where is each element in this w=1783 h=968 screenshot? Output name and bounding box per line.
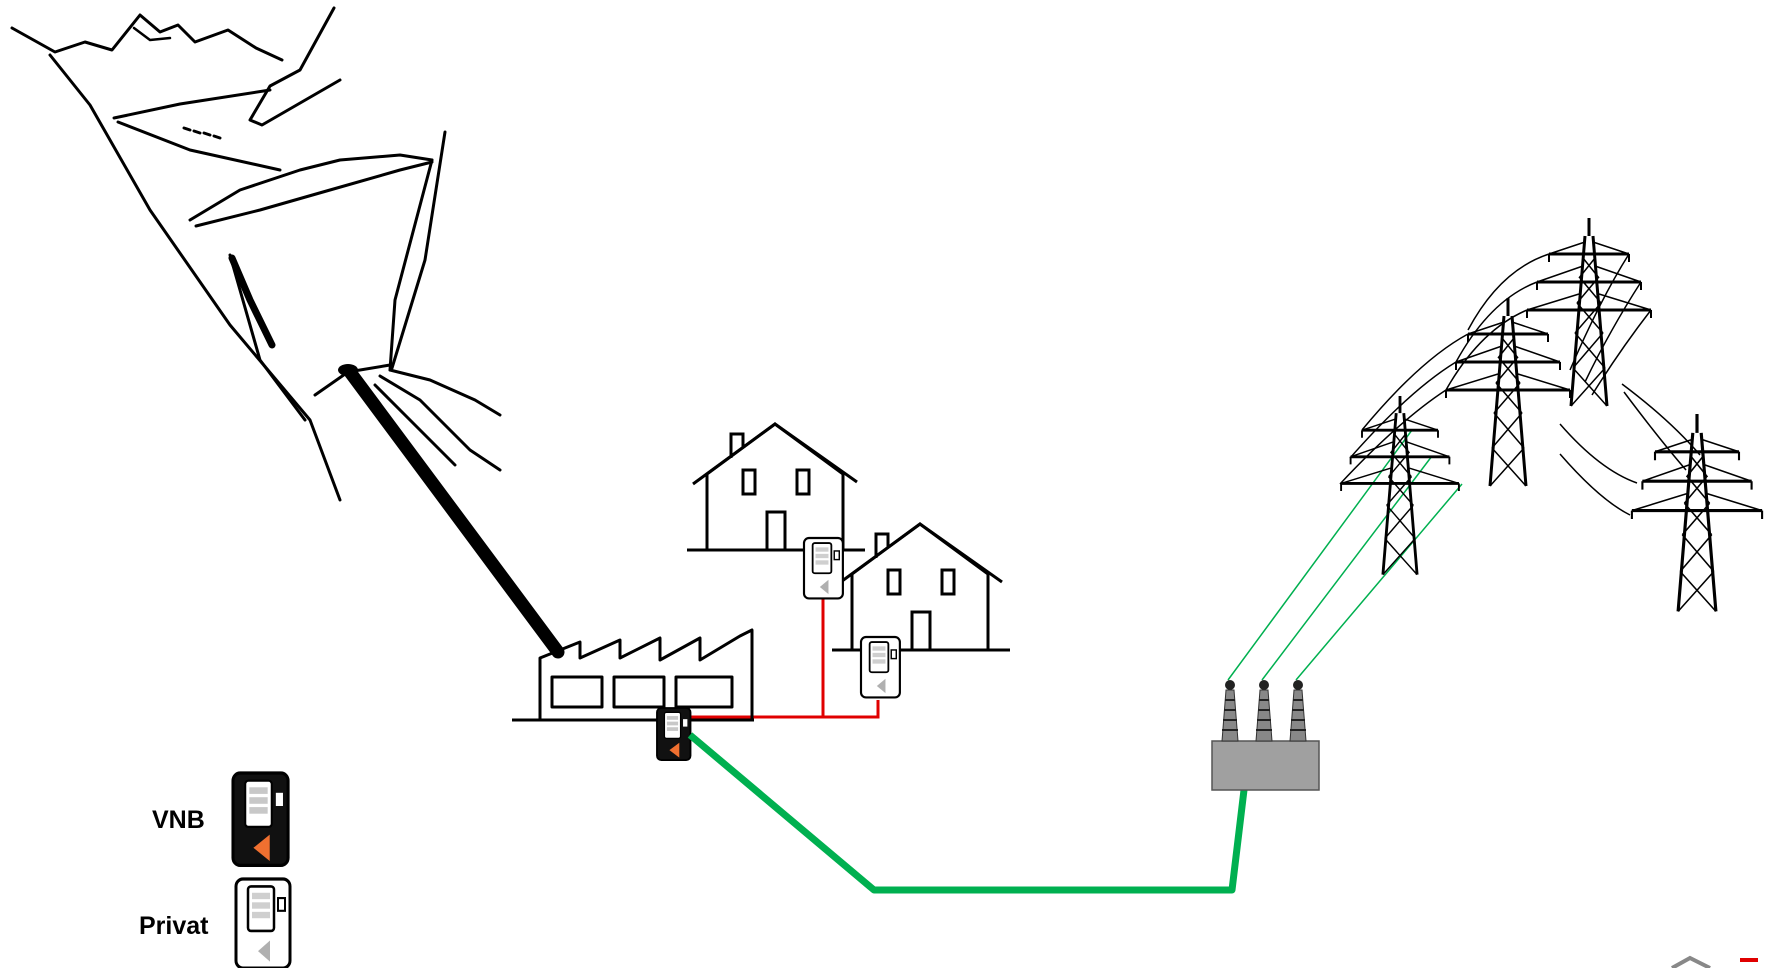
house-icon — [832, 524, 1010, 650]
legend-privat-label: Privat — [139, 912, 208, 941]
mountain-dam-icon — [12, 8, 500, 500]
house-icon — [687, 424, 865, 550]
pylon-icon — [1340, 218, 1762, 611]
legend-vnb-label: VNB — [152, 806, 205, 835]
legend-vnb-meter-icon — [233, 773, 288, 865]
legend-private-meter-icon — [236, 879, 290, 968]
private-meter-icon — [861, 637, 900, 697]
logo-fragment — [1672, 958, 1758, 968]
private-meter-icon — [804, 538, 843, 598]
transformer-icon — [1212, 680, 1319, 790]
penstock-icon — [338, 364, 558, 652]
grid-cable — [690, 430, 1462, 890]
private-grid-lines — [688, 598, 878, 717]
vnb-meter-icon — [657, 708, 690, 760]
